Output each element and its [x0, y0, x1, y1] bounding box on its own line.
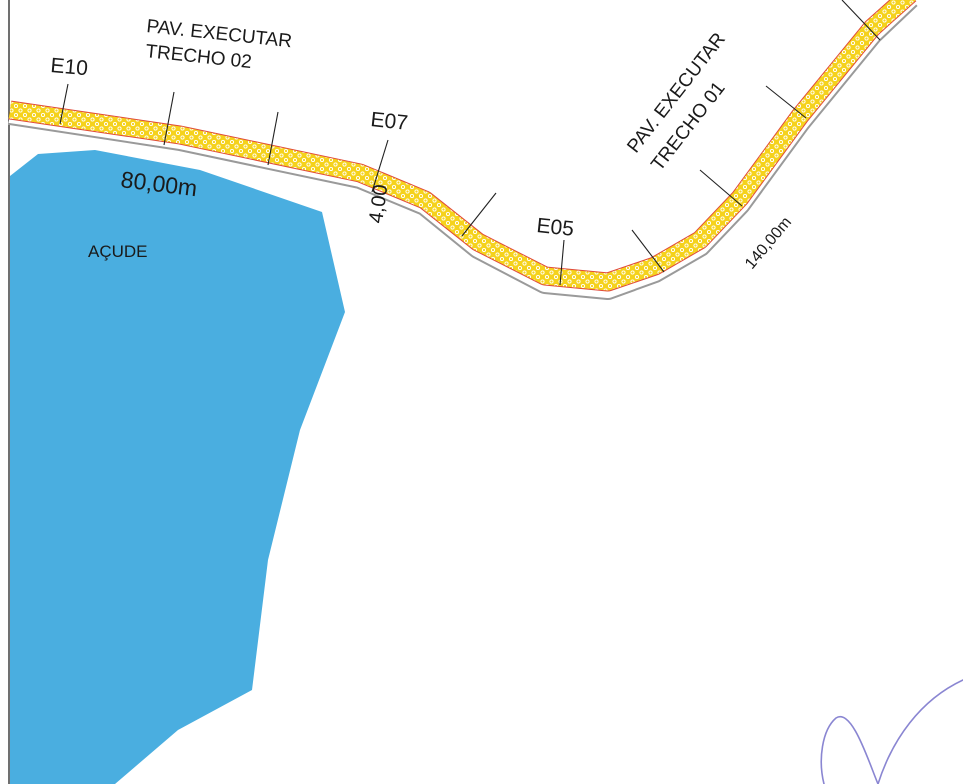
station-tick: [461, 192, 497, 237]
station-tick: [841, 0, 881, 41]
signature-mark: [820, 679, 963, 784]
station-tick: [699, 169, 743, 207]
station-tick: [267, 111, 279, 166]
station-tick: [163, 91, 175, 146]
dimension-trecho01: 140,00m: [742, 214, 795, 273]
station-tick: [59, 83, 69, 125]
pond-label: AÇUDE: [88, 242, 148, 261]
station-label-e10: E10: [50, 54, 89, 80]
station-label-e07: E07: [369, 108, 409, 135]
station-tick: [371, 139, 389, 193]
station-ticks: [59, 0, 881, 286]
station-tick: [765, 85, 807, 119]
station-label-e05: E05: [535, 214, 575, 241]
dimension-road-width: 4,00: [365, 183, 392, 225]
road-pavement: [8, 0, 916, 291]
pond-area: [10, 150, 345, 784]
station-tick: [559, 239, 565, 286]
station-tick: [631, 229, 665, 273]
